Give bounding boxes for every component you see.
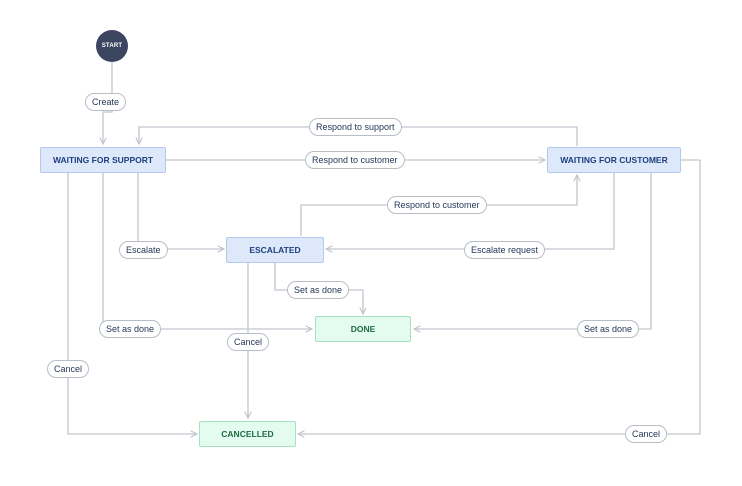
edge-escalate	[137, 173, 224, 249]
edge-set-as-done-customer	[414, 173, 652, 329]
edge-cancel-support	[67, 173, 197, 434]
status-cancelled[interactable]: CANCELLED	[199, 421, 296, 447]
start-node: START	[96, 30, 128, 62]
transition-respond-to-customer-top[interactable]: Respond to customer	[305, 151, 405, 169]
edge-create	[103, 62, 113, 144]
transition-escalate-request[interactable]: Escalate request	[464, 241, 546, 259]
transition-escalate[interactable]: Escalate	[119, 241, 168, 259]
status-escalated[interactable]: ESCALATED	[226, 237, 324, 263]
transition-set-as-done-customer[interactable]: Set as done	[577, 320, 640, 338]
status-waiting-for-customer[interactable]: WAITING FOR CUSTOMER	[547, 147, 681, 173]
edge-cancel-customer	[298, 159, 701, 434]
status-done[interactable]: DONE	[315, 316, 411, 342]
transition-set-as-done-escalated[interactable]: Set as done	[287, 281, 350, 299]
transition-respond-to-customer-escalated[interactable]: Respond to customer	[387, 196, 487, 214]
transition-cancel-customer[interactable]: Cancel	[625, 425, 668, 443]
transition-cancel-support[interactable]: Cancel	[47, 360, 90, 378]
edge-escalate-request	[326, 173, 615, 249]
status-waiting-for-support[interactable]: WAITING FOR SUPPORT	[40, 147, 166, 173]
transition-cancel-escalated[interactable]: Cancel	[227, 333, 270, 351]
transition-set-as-done-support[interactable]: Set as done	[99, 320, 162, 338]
transition-respond-to-support[interactable]: Respond to support	[309, 118, 402, 136]
transition-create[interactable]: Create	[85, 93, 127, 111]
